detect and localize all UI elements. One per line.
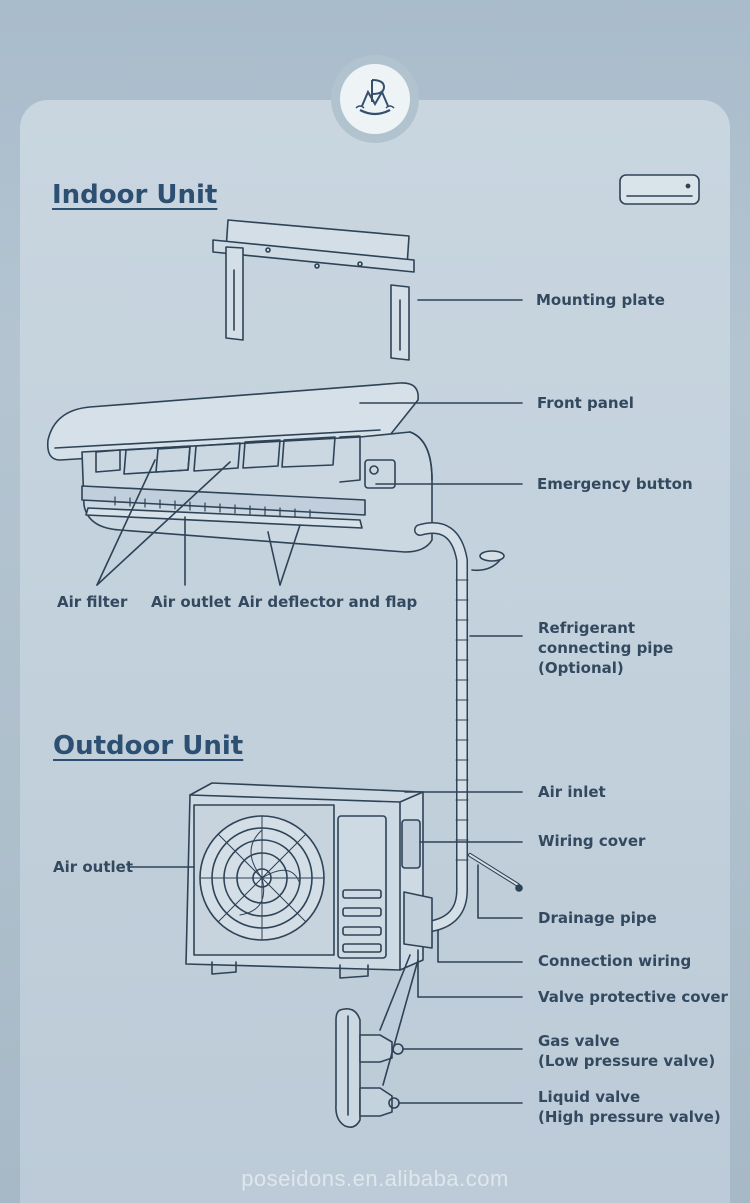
label-refrigerant-line-2: connecting pipe: [538, 639, 674, 657]
outdoor-unit-title: Outdoor Unit: [53, 731, 244, 761]
label-drainage-pipe: Drainage pipe: [538, 909, 657, 927]
mounting-plate-drawing: [212, 219, 523, 361]
label-refrigerant-line-3: (Optional): [538, 659, 624, 677]
indoor-unit-title: Indoor Unit: [52, 180, 218, 210]
label-air-filter: Air filter: [57, 593, 128, 611]
valves-drawing: [335, 954, 523, 1128]
label-mounting-plate: Mounting plate: [536, 291, 665, 309]
label-emergency-button: Emergency button: [537, 475, 693, 493]
label-refrigerant-pipe: Refrigerant connecting pipe (Optional): [538, 618, 673, 678]
label-connection-wiring: Connection wiring: [538, 952, 692, 970]
refrigerant-pipe-drawing: [414, 522, 523, 932]
label-air-deflector: Air deflector and flap: [238, 593, 418, 611]
label-gas-valve-line-1: Gas valve: [538, 1032, 620, 1050]
label-indoor-air-outlet: Air outlet: [151, 593, 232, 611]
label-liquid-valve-line-2: (High pressure valve): [538, 1108, 721, 1126]
label-valve-protective-cover: Valve protective cover: [538, 988, 728, 1006]
indoor-unit-drawing: [46, 382, 523, 586]
label-air-inlet: Air inlet: [538, 783, 606, 801]
label-liquid-valve-line-1: Liquid valve: [538, 1088, 641, 1106]
outdoor-unit-drawing: [129, 782, 523, 998]
label-refrigerant-line-1: Refrigerant: [538, 619, 636, 637]
label-gas-valve: Gas valve (Low pressure valve): [538, 1031, 715, 1071]
logo-mark-icon: [355, 79, 395, 116]
label-outdoor-air-outlet: Air outlet: [53, 858, 134, 876]
watermark: poseidons.en.alibaba.com: [241, 1166, 509, 1191]
label-gas-valve-line-2: (Low pressure valve): [538, 1052, 716, 1070]
content-card: [20, 100, 730, 1203]
ac-unit-icon: [619, 174, 700, 205]
label-wiring-cover: Wiring cover: [538, 832, 646, 850]
label-front-panel: Front panel: [537, 394, 634, 412]
logo-mark: [340, 64, 410, 134]
label-liquid-valve: Liquid valve (High pressure valve): [538, 1087, 721, 1127]
